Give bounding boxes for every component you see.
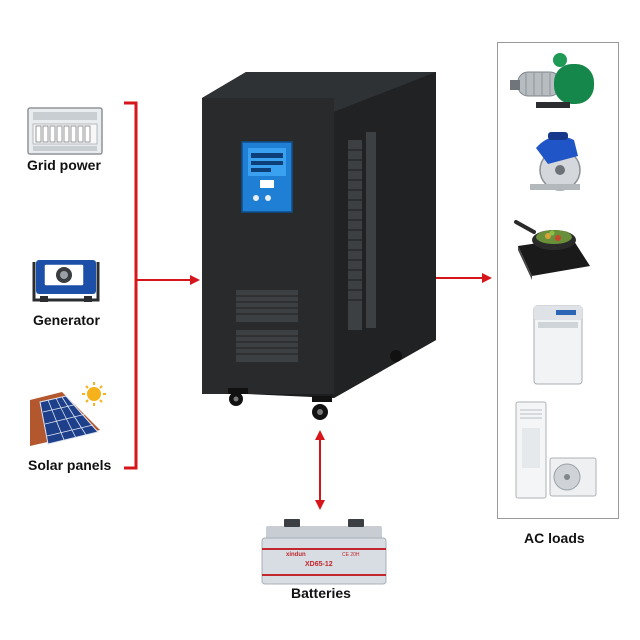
- ac-loads-box: [497, 42, 619, 519]
- generator-label: Generator: [33, 312, 100, 328]
- battery-icon: xindun CE 20H XD65-12: [261, 519, 387, 585]
- battery-brand: xindun: [286, 552, 306, 558]
- water-pump-icon: [510, 53, 594, 108]
- washing-machine-icon: [533, 305, 583, 385]
- solar-panels-label: Solar panels: [28, 457, 112, 473]
- battery-model: XD65-12: [305, 561, 333, 568]
- grid-power-label: Grid power: [27, 157, 101, 173]
- inverter-cabinet-icon: [202, 72, 436, 420]
- source-bracket: [124, 101, 200, 470]
- breaker-panel-icon: [27, 107, 103, 155]
- solar-panel-icon: [30, 382, 106, 446]
- cutting-saw-icon: [530, 132, 581, 191]
- induction-cooker-icon: [514, 220, 590, 280]
- lcd-display: [241, 141, 293, 213]
- ac-loads-label: AC loads: [524, 530, 585, 546]
- battery-capacity: CE 20H: [342, 552, 360, 558]
- air-conditioner-icon: [515, 401, 597, 499]
- caster-wheel: [228, 350, 402, 420]
- batteries-label: Batteries: [291, 585, 351, 601]
- generator-icon: [32, 260, 100, 302]
